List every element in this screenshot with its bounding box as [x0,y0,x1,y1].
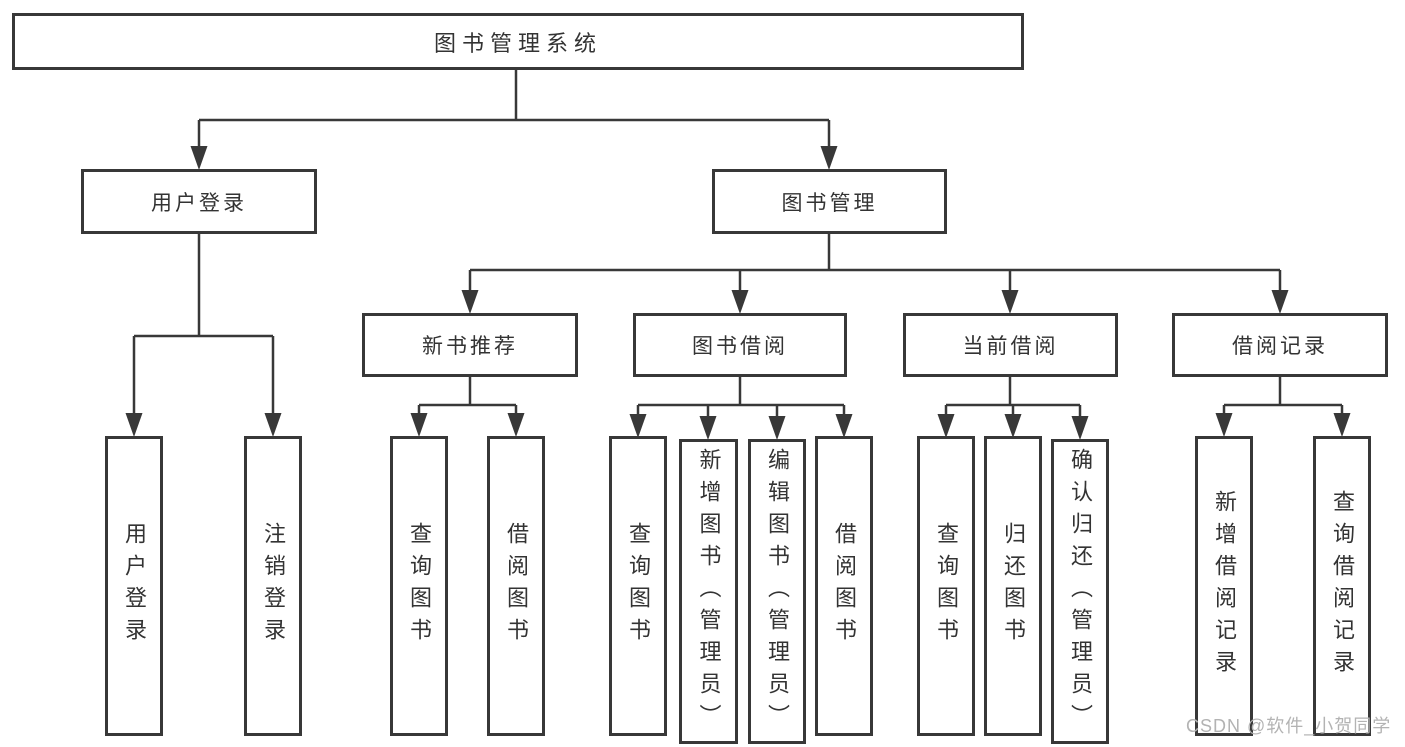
leaf-borrowing-query-books: 查询图书 [609,436,667,736]
leaf-records-add-record: 新增借阅记录 [1195,436,1253,736]
node-user-login: 用户登录 [81,169,317,234]
leaf-borrowing-query-books-label: 查询图书 [626,522,651,650]
leaf-borrowing-edit-books-admin: 编辑图书（管理员） [748,439,806,744]
leaf-newbook-query-books-label: 查询图书 [407,522,432,650]
leaf-logout: 注销登录 [244,436,302,736]
node-book-management: 图书管理 [712,169,947,234]
leaf-newbook-borrow-books: 借阅图书 [487,436,545,736]
node-new-book-recommend-label: 新书推荐 [422,335,518,358]
leaf-newbook-query-books: 查询图书 [390,436,448,736]
leaf-logout-label: 注销登录 [261,522,286,650]
node-new-book-recommend: 新书推荐 [362,313,578,377]
node-current-borrowing: 当前借阅 [903,313,1118,377]
node-current-borrowing-label: 当前借阅 [962,335,1059,358]
leaf-records-add-record-label: 新增借阅记录 [1212,490,1237,682]
leaf-current-query-books-label: 查询图书 [934,522,959,650]
leaf-records-query-record-label: 查询借阅记录 [1330,490,1355,682]
node-borrowing-records: 借阅记录 [1172,313,1388,377]
leaf-user-login-label: 用户登录 [122,522,147,650]
leaf-current-query-books: 查询图书 [917,436,975,736]
leaf-borrowing-add-books-admin-label: 新增图书（管理员） [696,447,722,736]
node-book-borrowing-label: 图书借阅 [692,335,788,358]
leaf-current-confirm-return-admin-label: 确认归还（管理员） [1068,447,1093,736]
leaf-current-return-books: 归还图书 [984,436,1042,736]
watermark: CSDN @软件_小贺同学 [1186,716,1392,736]
leaf-current-return-books-label: 归还图书 [1001,522,1026,650]
leaf-newbook-borrow-books-label: 借阅图书 [504,522,529,650]
node-book-borrowing: 图书借阅 [633,313,847,377]
leaf-borrowing-borrow-books: 借阅图书 [815,436,873,736]
leaf-user-login: 用户登录 [105,436,163,736]
leaf-borrowing-add-books-admin: 新增图书（管理员） [679,439,738,744]
node-root-label: 图书管理系统 [433,30,602,56]
leaf-borrowing-edit-books-admin-label: 编辑图书（管理员） [765,447,790,736]
leaf-current-confirm-return-admin: 确认归还（管理员） [1051,439,1109,744]
node-book-management-label: 图书管理 [781,191,878,215]
node-user-login-label: 用户登录 [151,191,247,215]
node-borrowing-records-label: 借阅记录 [1232,335,1328,358]
leaf-borrowing-borrow-books-label: 借阅图书 [832,522,857,650]
node-root: 图书管理系统 [12,13,1024,70]
leaf-records-query-record: 查询借阅记录 [1313,436,1371,736]
